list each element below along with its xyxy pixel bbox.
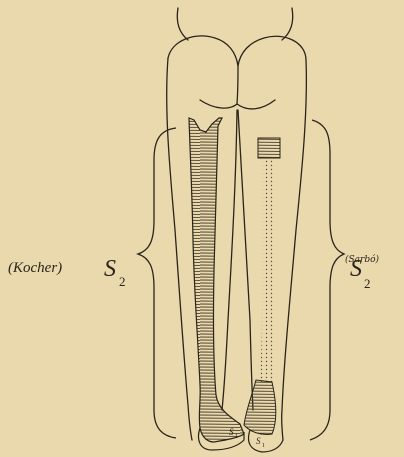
right-foot-mark: S <box>256 436 261 446</box>
body-outline <box>167 8 307 440</box>
right-lower-hatched <box>244 380 276 435</box>
right-segment-subscript: 2 <box>364 276 371 291</box>
back-left-contour <box>177 8 188 40</box>
right-author-label: (Sarbó) <box>345 254 380 265</box>
left-leg-outer <box>167 58 192 440</box>
gluteal-fold <box>237 66 238 104</box>
right-leg-outer <box>282 60 307 440</box>
right-dotted-column <box>258 160 274 385</box>
left-foot-subscript: 1 <box>235 434 238 440</box>
left-segment-subscript: 2 <box>119 274 126 289</box>
left-leg-inner <box>222 110 237 410</box>
buttocks-outline <box>168 36 306 66</box>
right-leg-dotted-zone <box>244 138 283 452</box>
gluteal-curve-right <box>237 100 275 109</box>
left-author-label: (Kocher) <box>8 260 62 276</box>
left-segment-label: S <box>104 256 116 282</box>
right-brace <box>310 120 344 440</box>
gluteal-curve-left <box>200 100 237 108</box>
right-foot-subscript: 1 <box>262 443 265 449</box>
left-foot-mark: S <box>229 427 234 437</box>
right-leg-inner <box>238 110 253 410</box>
back-right-contour <box>282 8 293 40</box>
right-hip-patch <box>258 138 280 158</box>
